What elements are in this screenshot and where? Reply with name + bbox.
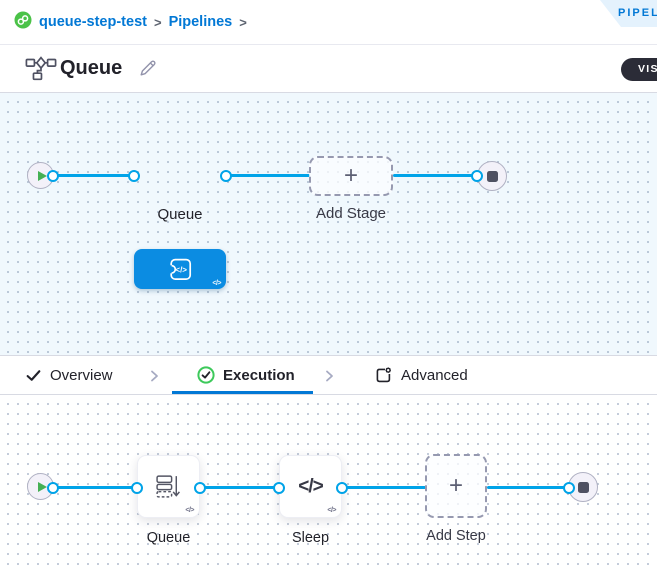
ci-stage-icon: </>	[168, 258, 191, 280]
pipelines-app-icon	[14, 11, 32, 34]
connector-edge	[342, 486, 426, 489]
stage-node-queue[interactable]: </> </>	[134, 249, 226, 289]
add-stage-label: Add Stage	[315, 205, 387, 222]
connector-edge	[54, 486, 137, 489]
connector-port[interactable]	[220, 170, 232, 182]
breadcrumb-separator: >	[153, 14, 162, 30]
step-label: Sleep	[291, 530, 330, 546]
stage-label: Queue	[157, 206, 203, 223]
plus-icon: +	[448, 472, 463, 499]
tab-overview-label: Overview	[50, 366, 113, 384]
connector-edge	[200, 486, 279, 489]
title-bar: Queue VISUAL	[0, 44, 657, 93]
pipeline-tabs: Overview Execution Advanc	[0, 355, 657, 395]
connector-port[interactable]	[273, 482, 285, 494]
breadcrumb-pipelines-link[interactable]: Pipelines	[168, 14, 233, 30]
plus-icon: +	[343, 162, 358, 189]
execution-canvas[interactable]: </> Queue </> </> Sleep + Add Step	[0, 395, 657, 571]
connector-port[interactable]	[471, 170, 483, 182]
connector-edge	[226, 174, 310, 177]
queue-step-icon	[156, 475, 180, 498]
edit-pencil-icon[interactable]	[138, 58, 158, 83]
advanced-settings-icon	[376, 366, 391, 382]
active-tab-indicator	[172, 391, 313, 394]
svg-text:</>: </>	[175, 265, 187, 274]
chevron-right-icon	[146, 368, 162, 389]
breadcrumb: queue-step-test > Pipelines >	[0, 0, 657, 44]
connector-port[interactable]	[131, 482, 143, 494]
yaml-badge-icon: </>	[185, 507, 194, 514]
pipeline-flow-icon	[25, 54, 57, 87]
stage-canvas[interactable]: </> </> Queue + Add Stage	[0, 93, 657, 355]
add-step-label: Add Step	[426, 528, 486, 544]
page-title: Queue	[60, 57, 123, 79]
connector-port[interactable]	[336, 482, 348, 494]
visual-yaml-toggle[interactable]: VISUAL	[621, 58, 657, 81]
check-circle-icon	[197, 366, 215, 384]
code-icon: </>	[298, 475, 324, 497]
connector-edge	[487, 486, 565, 489]
breadcrumb-separator: >	[239, 14, 247, 30]
breadcrumb-project-link[interactable]: queue-step-test	[39, 14, 147, 30]
stop-icon	[577, 481, 589, 493]
step-node-queue[interactable]: </>	[137, 455, 200, 518]
yaml-badge-icon: </>	[327, 507, 336, 514]
play-icon	[37, 170, 47, 181]
connector-edge	[393, 174, 477, 177]
stop-icon	[486, 170, 498, 182]
connector-port[interactable]	[47, 170, 59, 182]
connector-port[interactable]	[128, 170, 140, 182]
step-label: Queue	[146, 530, 191, 546]
tab-overview[interactable]: Overview	[25, 356, 113, 394]
tab-advanced[interactable]: Advanced	[374, 356, 468, 394]
check-icon	[26, 369, 41, 381]
tab-execution[interactable]: Execution	[197, 356, 295, 394]
add-stage-button[interactable]: +	[309, 156, 393, 196]
connector-port[interactable]	[47, 482, 59, 494]
tab-execution-label: Execution	[223, 366, 295, 384]
connector-port[interactable]	[563, 482, 575, 494]
step-node-sleep[interactable]: </> </>	[279, 455, 342, 518]
connector-edge	[54, 174, 134, 177]
connector-port[interactable]	[194, 482, 206, 494]
chevron-right-icon	[321, 368, 337, 389]
tab-advanced-label: Advanced	[401, 366, 468, 384]
yaml-badge-icon: </>	[212, 280, 221, 287]
play-icon	[37, 481, 47, 492]
add-step-button[interactable]: +	[425, 454, 487, 518]
